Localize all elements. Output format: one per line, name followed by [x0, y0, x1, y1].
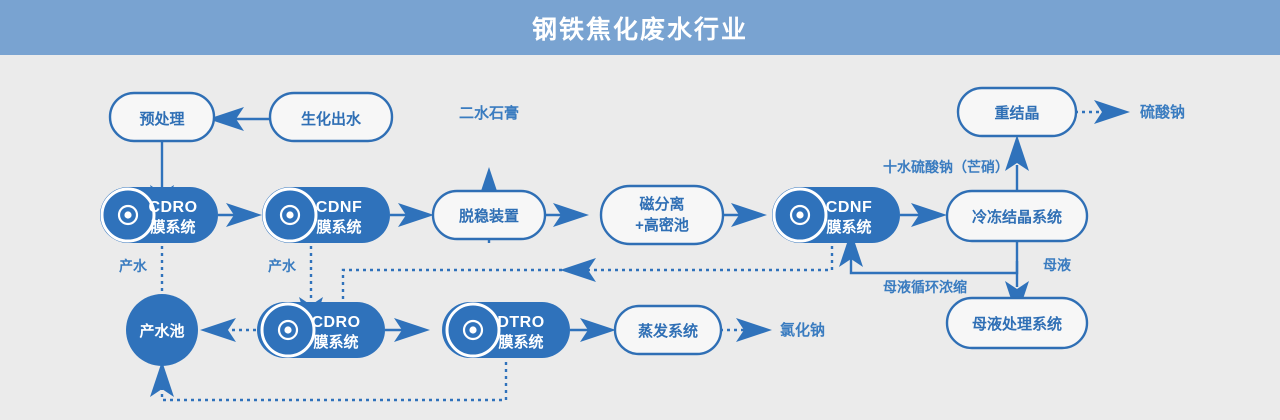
header-bar: 钢铁焦化废水行业: [0, 0, 1280, 55]
terminal-sodium-sulfate: 硫酸钠: [1140, 103, 1185, 121]
edge-cdnf-right-to-freeze-cryst: [900, 203, 947, 227]
edge-evaporation-to-sodium-chloride: [720, 318, 772, 342]
node-cdnf-right-label-latin: CDNF: [826, 199, 872, 216]
node-freeze-crystallization[interactable]: 冷冻结晶系统: [945, 189, 1089, 243]
node-recrystallization[interactable]: 重结晶: [956, 86, 1078, 138]
node-pretreatment-label: 预处理: [139, 110, 184, 128]
membrane-disc-icon: [100, 187, 156, 243]
node-dtro-bottom-label-cn: 膜系统: [498, 333, 543, 351]
node-cdro-bottom[interactable]: CDRO 膜系统: [257, 302, 385, 358]
edge-dtro-bottom-to-evaporation: [570, 318, 616, 342]
edge-label-product-water-1: 产水: [119, 258, 148, 274]
terminal-gypsum: 二水石膏: [459, 104, 519, 122]
node-dtro-bottom-label-latin: DTRO: [497, 314, 544, 331]
edge-label-mother-liquor: 母液: [1043, 257, 1072, 273]
edge-dtro-bottom-return-to-product-water-pool: [150, 355, 508, 402]
edge-cdro-top-to-cdnf-top: [218, 203, 262, 227]
node-evaporation[interactable]: 蒸发系统: [613, 304, 723, 356]
edge-label-product-water-2: 产水: [268, 258, 297, 274]
node-cdnf-top-label-cn: 膜系统: [316, 218, 361, 236]
node-cdnf-right-label-cn: 膜系统: [826, 218, 871, 236]
node-cdnf-top-label-latin: CDNF: [316, 199, 362, 216]
membrane-disc-icon: [772, 187, 828, 243]
node-cdro-top[interactable]: CDRO 膜系统: [100, 187, 218, 243]
node-cdro-top-label-cn: 膜系统: [150, 218, 195, 236]
node-product-water-pool[interactable]: 产水池: [126, 294, 198, 366]
edge-bio-effluent-to-pretreatment: [208, 107, 272, 131]
node-product-water-pool-label: 产水池: [139, 322, 184, 340]
node-dtro-bottom[interactable]: DTRO 膜系统: [442, 302, 570, 358]
node-destabilizer-label: 脱稳装置: [459, 207, 519, 225]
node-evaporation-label: 蒸发系统: [638, 322, 698, 340]
node-cdnf-right[interactable]: CDNF 膜系统: [772, 187, 900, 243]
node-magnetic-separation[interactable]: 磁分离 +高密池: [599, 184, 725, 246]
edge-recrystallize-to-sodium-sulfate: [1075, 100, 1130, 124]
edge-magnetic-to-cdnf-right: [723, 203, 767, 227]
edge-destabilizer-to-magnetic: [545, 203, 589, 227]
edge-cdro-bottom-to-product-water-pool: [200, 318, 256, 342]
terminal-sodium-chloride: 氯化钠: [780, 321, 825, 339]
node-mother-liquor-system[interactable]: 母液处理系统: [945, 296, 1089, 350]
node-recrystallization-label: 重结晶: [994, 104, 1039, 122]
node-destabilizer[interactable]: 脱稳装置: [431, 189, 547, 241]
edge-cdnf-top-to-destabilizer: [390, 203, 434, 227]
membrane-disc-icon: [445, 302, 501, 358]
node-pretreatment[interactable]: 预处理: [108, 91, 216, 143]
membrane-disc-icon: [260, 302, 316, 358]
edge-mother-liquor-recycle: [839, 231, 1019, 275]
node-cdro-bottom-label-cn: 膜系统: [313, 333, 358, 351]
node-magnetic-separation-label-1: 磁分离: [639, 195, 684, 213]
node-mother-liquor-system-label: 母液处理系统: [972, 315, 1062, 333]
node-cdro-bottom-label-latin: CDRO: [311, 314, 360, 331]
edge-cdnf-right-return-to-cdro-bottom: [341, 239, 834, 303]
flowchart-canvas: 产水 产水 十水硫酸钠（芒硝） 母液 母液循环浓缩 二水石膏 硫酸钠 氯化钠 预…: [0, 55, 1280, 420]
membrane-disc-icon: [262, 187, 318, 243]
edge-label-mirabilite: 十水硫酸钠（芒硝）: [883, 159, 1009, 175]
node-freeze-crystallization-label: 冷冻结晶系统: [972, 208, 1062, 226]
edge-cdro-bottom-to-dtro-bottom: [385, 318, 430, 342]
node-cdnf-top[interactable]: CDNF 膜系统: [262, 187, 390, 243]
edge-label-mother-liquor-recycle: 母液循环浓缩: [883, 279, 967, 295]
page-title: 钢铁焦化废水行业: [531, 15, 748, 44]
node-cdro-top-label-latin: CDRO: [148, 199, 197, 216]
node-magnetic-separation-label-2: +高密池: [635, 216, 689, 234]
node-bio-effluent-label: 生化出水: [301, 110, 362, 128]
node-bio-effluent[interactable]: 生化出水: [268, 91, 394, 143]
flowchart-svg: 产水 产水 十水硫酸钠（芒硝） 母液 母液循环浓缩 二水石膏 硫酸钠 氯化钠 预…: [100, 86, 1185, 402]
